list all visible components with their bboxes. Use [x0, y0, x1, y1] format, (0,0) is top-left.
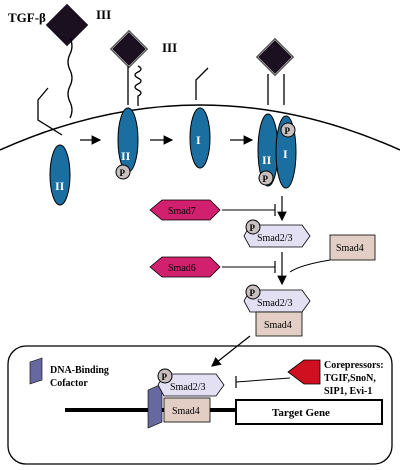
receptor-I-label-2: I	[283, 147, 288, 161]
tgf-beta-label: TGF-β	[8, 10, 46, 25]
receptor-II-label-1: II	[55, 179, 65, 193]
corepressor-shape	[287, 359, 321, 385]
corepressor-inhibit-line	[235, 377, 291, 383]
smad4-box-1	[329, 234, 376, 261]
phospho-label-2: P	[285, 126, 291, 136]
phospho-label-1: P	[120, 168, 126, 178]
phospho-label-5: P	[250, 288, 256, 298]
smad4-join-line	[289, 259, 331, 273]
dna-binding-label-2: Cofactor	[50, 378, 88, 389]
dna-binding-label-1: DNA-Binding	[50, 365, 109, 376]
ligand-1	[45, 3, 89, 119]
smad6-shape	[149, 256, 221, 278]
receptor-III-coil	[134, 65, 142, 106]
cell-membrane	[0, 104, 400, 151]
phospho-circle-1	[115, 164, 131, 180]
phospho-label-3: P	[263, 174, 269, 184]
smad4-label-1: Smad4	[336, 243, 364, 254]
smad23-label-3: Smad2/3	[170, 382, 206, 393]
receptor-III-label-1: III	[96, 7, 111, 22]
cofactor-legend-shape	[29, 357, 43, 385]
target-gene-label: Target Gene	[272, 407, 330, 419]
receptor-I-label-1: I	[196, 133, 201, 147]
phospho-label-4: P	[250, 223, 256, 233]
receptor-III-wavy-1	[67, 37, 73, 119]
smad7-shape	[149, 199, 221, 221]
receptor-I-alone	[189, 67, 211, 169]
corepressors-line3: SIP1, Evi-1	[324, 386, 372, 397]
nucleus-box	[7, 345, 393, 465]
nuclear-smad-complex	[147, 368, 225, 429]
smad23-label-1: Smad2/3	[257, 233, 293, 244]
corepressors-line1: Corepressors:	[324, 360, 384, 371]
smad23-phospho-1	[243, 219, 311, 248]
phospho-label-6: P	[162, 372, 168, 382]
smad23-label-2: Smad2/3	[257, 298, 293, 309]
receptor-II-label-2: II	[121, 149, 131, 163]
smad23-smad4-complex	[243, 284, 311, 337]
phospho-circle-3	[258, 170, 274, 186]
target-gene-box	[235, 399, 383, 425]
receptor-III-label-2: III	[162, 40, 177, 55]
smad4-label-3: Smad4	[172, 406, 200, 417]
arrow-into-nucleus	[211, 335, 251, 367]
smad7-label: Smad7	[168, 206, 196, 217]
receptor-II-label-3: II	[262, 153, 272, 167]
receptor-II-left	[37, 87, 71, 206]
smad6-label: Smad6	[168, 263, 196, 274]
phospho-circle-2	[280, 122, 296, 138]
smad4-label-2: Smad4	[264, 320, 292, 331]
corepressors-line2: TGIF,SnoN,	[324, 373, 376, 384]
